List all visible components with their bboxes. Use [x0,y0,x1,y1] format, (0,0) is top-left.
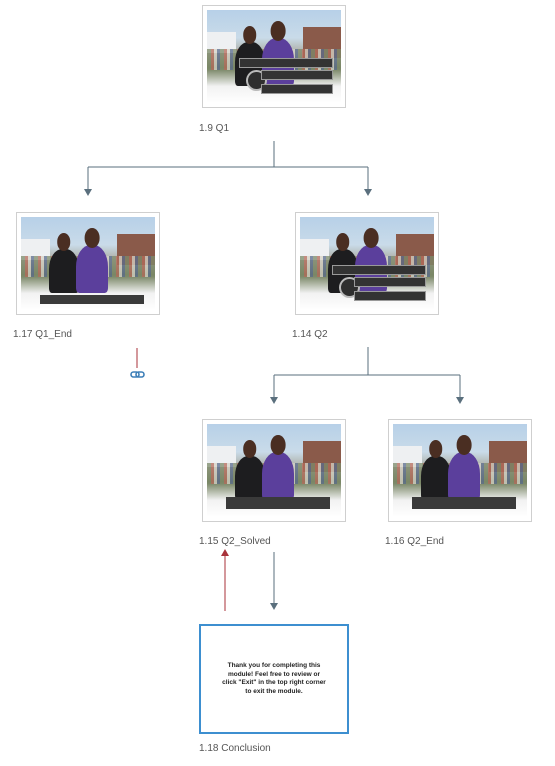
slide-thumbnail [300,217,434,310]
slide-label: 1.9 Q1 [199,123,230,134]
slide-thumbnail [21,217,155,310]
slide-node-1-16[interactable] [388,419,532,522]
slide-node-1-9[interactable] [202,5,346,108]
slide-thumbnail [207,10,341,103]
slide-node-1-17[interactable] [16,212,160,315]
slide-label: 1.16 Q2_End [385,536,444,547]
slide-node-1-14[interactable] [295,212,439,315]
slide-node-1-18[interactable]: Thank you for completing this module! Fe… [199,624,349,734]
slide-label: 1.15 Q2_Solved [199,536,271,547]
slide-label: 1.14 Q2 [292,329,328,340]
slide-thumbnail [207,424,341,517]
back-link-arrow [221,549,229,556]
slide-label: 1.17 Q1_End [13,329,72,340]
slide-label: 1.18 Conclusion [199,743,271,754]
arrowheads [84,189,464,610]
link-icon[interactable] [130,371,145,378]
slide-thumbnail [393,424,527,517]
conclusion-text: Thank you for completing this module! Fe… [204,629,344,729]
slide-node-1-15[interactable] [202,419,346,522]
